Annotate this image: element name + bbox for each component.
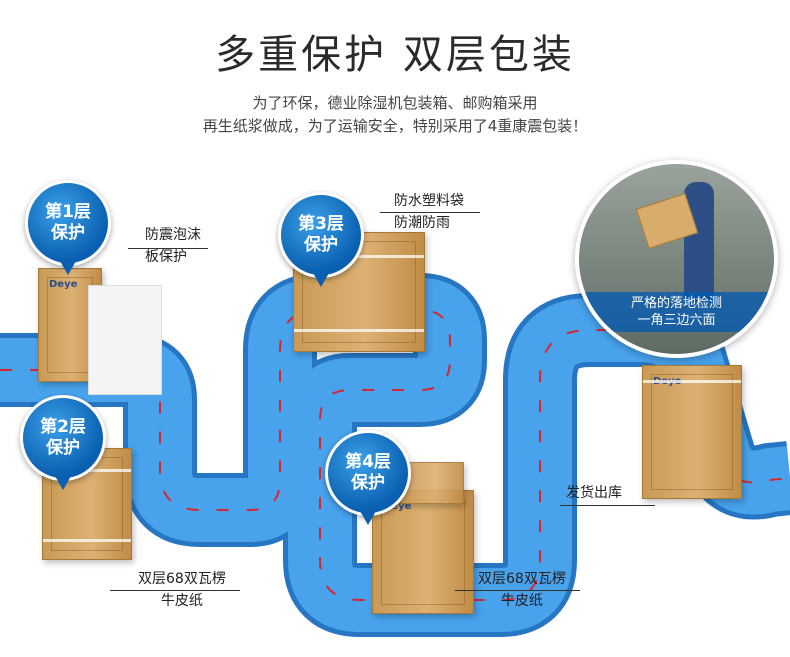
label-line-1: 防震泡沫 (145, 227, 201, 243)
layer-1-label: 防震泡沫 板保护 (145, 224, 201, 268)
subtitle-line-1: 为了环保，德业除湿机包装箱、邮购箱采用 (252, 94, 538, 112)
box-strap (643, 380, 741, 383)
label-line-2: 牛皮纸 (500, 593, 543, 609)
layer-4-box: Deye (372, 490, 474, 614)
badge-title: 第3层 (298, 214, 344, 234)
box-face (381, 499, 465, 605)
layer-1-badge: 第1层 保护 (25, 180, 111, 275)
shipping-box: Deye (642, 365, 742, 499)
layer-4-badge: 第4层 保护 (325, 430, 411, 525)
box-brand: Deye (383, 501, 412, 512)
inspection-photo: 严格的落地检测 一角三边六面 (575, 160, 778, 358)
layer-1-leader-line (128, 248, 208, 249)
box-face (651, 374, 733, 490)
layer-3-leader-line (380, 212, 480, 213)
label-line-2: 板保护 (145, 249, 187, 265)
label-line-2: 防潮防雨 (394, 215, 450, 231)
badge-subtitle: 保护 (351, 473, 385, 493)
badge-pointer (60, 261, 76, 275)
page-title: 多重保护 双层包装 (215, 32, 575, 78)
box-brand: Deye (49, 279, 78, 290)
badge-title: 第2层 (40, 417, 86, 437)
badge-title: 第4层 (345, 452, 391, 472)
box-strap (294, 329, 424, 332)
badge-pointer (55, 476, 71, 490)
layer-2-badge: 第2层 保护 (20, 395, 106, 490)
caption-line-2: 一角三边六面 (637, 313, 716, 328)
badge-subtitle: 保护 (51, 223, 85, 243)
worker-figure (684, 182, 714, 302)
layer-3-label: 防水塑料袋 防潮防雨 (394, 190, 464, 234)
badge-pointer (360, 511, 376, 525)
label-line-1: 双层68双瓦楞 (478, 571, 566, 587)
badge-pointer (313, 273, 329, 287)
shipping-leader-line (560, 505, 655, 506)
box-strap (294, 255, 424, 258)
badge-subtitle: 保护 (46, 438, 80, 458)
badge-title: 第1层 (45, 202, 91, 222)
box-face (47, 277, 93, 373)
layer-3-badge: 第3层 保护 (278, 192, 364, 287)
subtitle-line-2: 再生纸浆做成，为了运输安全，特别采用了4重康震包装！ (202, 117, 588, 135)
label-line-1: 双层68双瓦楞 (138, 571, 226, 587)
layer-2-label: 双层68双瓦楞 牛皮纸 (138, 568, 226, 612)
label-line-2: 牛皮纸 (160, 593, 203, 609)
shipping-label: 发货出库 (566, 485, 622, 501)
layer-2-leader-line (110, 590, 240, 591)
box-strap (43, 539, 131, 542)
page-subtitle: 为了环保，德业除湿机包装箱、邮购箱采用 再生纸浆做成，为了运输安全，特别采用了4… (0, 92, 790, 138)
inspection-caption: 严格的落地检测 一角三边六面 (579, 292, 774, 332)
layer-4-label: 双层68双瓦楞 牛皮纸 (478, 568, 566, 612)
layer-4-leader-line (455, 590, 580, 591)
label-line-1: 防水塑料袋 (394, 193, 464, 209)
badge-subtitle: 保护 (304, 235, 338, 255)
caption-line-1: 严格的落地检测 (630, 296, 722, 311)
layer-1-foam-board (88, 285, 162, 395)
